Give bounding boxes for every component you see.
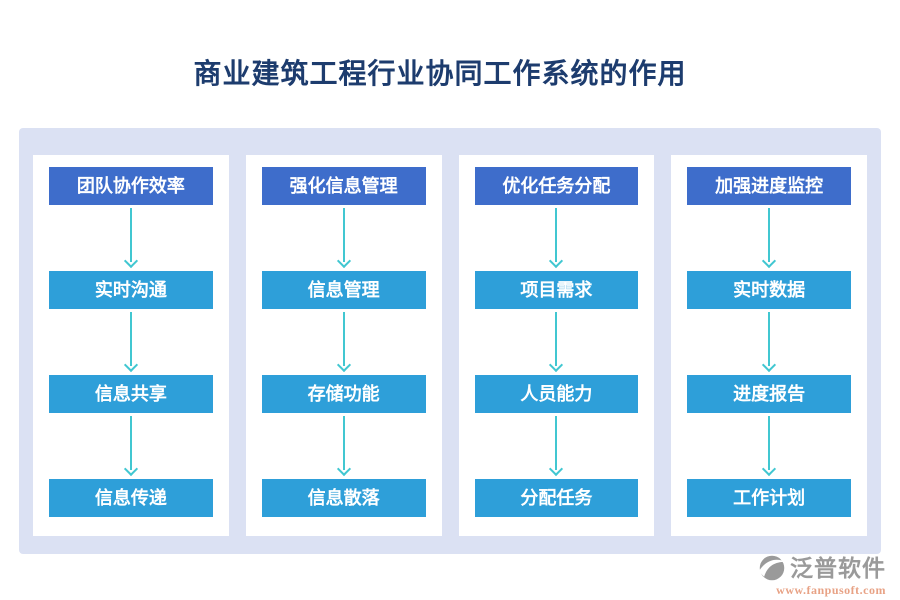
down-arrow-icon: [687, 309, 851, 375]
down-arrow-icon: [262, 205, 426, 271]
down-arrow-icon: [49, 413, 213, 479]
brand-name: 泛普软件: [790, 555, 886, 581]
flow-item: 工作计划: [687, 479, 851, 517]
diagram-panel: 团队协作效率 实时沟通 信息共享 信息传递 强化信息管理 信息管理 存储功能 信…: [19, 128, 881, 554]
flow-item: 信息共享: [49, 375, 213, 413]
down-arrow-icon: [475, 309, 639, 375]
flow-item: 实时沟通: [49, 271, 213, 309]
down-arrow-icon: [475, 413, 639, 479]
flow-item: 进度报告: [687, 375, 851, 413]
down-arrow-icon: [687, 413, 851, 479]
down-arrow-icon: [475, 205, 639, 271]
flow-item: 存储功能: [261, 375, 426, 413]
column-task-allocation: 优化任务分配 项目需求 人员能力 分配任务: [458, 155, 655, 536]
column-header: 团队协作效率: [49, 167, 213, 205]
column-team-collaboration: 团队协作效率 实时沟通 信息共享 信息传递: [33, 155, 229, 536]
brand-url: www.fanpusoft.com: [776, 583, 886, 597]
flow-item: 信息散落: [261, 479, 426, 517]
column-header: 加强进度监控: [687, 167, 851, 205]
down-arrow-icon: [687, 205, 851, 271]
column-information-management: 强化信息管理 信息管理 存储功能 信息散落: [245, 155, 442, 536]
flow-item: 分配任务: [474, 479, 639, 517]
column-progress-monitoring: 加强进度监控 实时数据 进度报告 工作计划: [671, 155, 867, 536]
down-arrow-icon: [49, 309, 213, 375]
column-header: 强化信息管理: [261, 167, 426, 205]
flow-item: 人员能力: [474, 375, 639, 413]
down-arrow-icon: [49, 205, 213, 271]
flow-item: 信息管理: [261, 271, 426, 309]
fanpu-swoosh-icon: [758, 554, 786, 582]
page-title: 商业建筑工程行业协同工作系统的作用: [193, 59, 687, 90]
down-arrow-icon: [262, 413, 426, 479]
column-header: 优化任务分配: [474, 167, 639, 205]
down-arrow-icon: [262, 309, 426, 375]
flow-item: 实时数据: [687, 271, 851, 309]
flow-item: 项目需求: [474, 271, 639, 309]
flow-item: 信息传递: [49, 479, 213, 517]
fanpu-logo: 泛普软件 www.fanpusoft.com: [758, 554, 886, 596]
